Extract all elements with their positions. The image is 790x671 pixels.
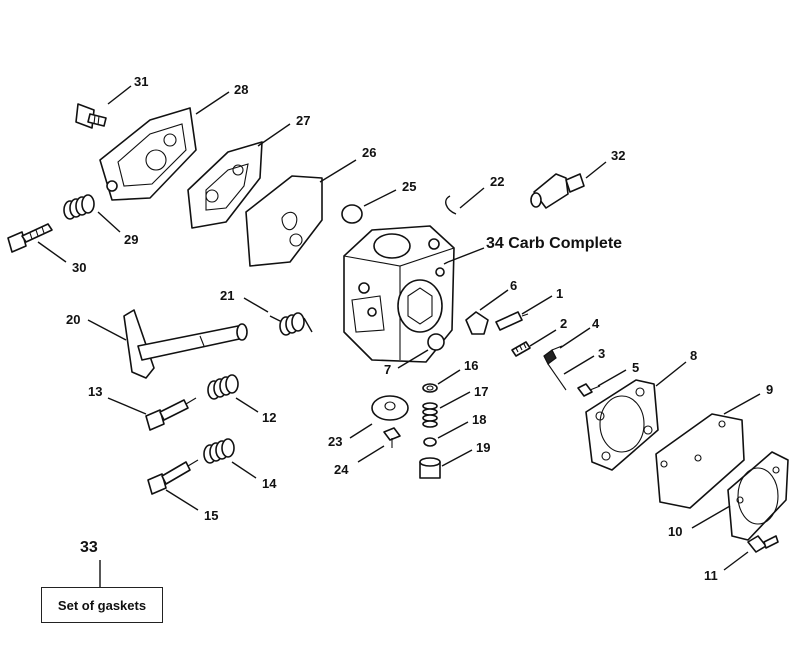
- callout-3: 3: [598, 346, 605, 361]
- callout-22: 22: [490, 174, 504, 189]
- carburetor-body: [343, 225, 455, 363]
- part-11-screw: [747, 535, 779, 553]
- part-15-low-speed-needle: [147, 459, 199, 495]
- part-18-washer: [423, 437, 437, 447]
- part-26-diaphragm: [245, 175, 323, 267]
- part-23-pump-disc: [371, 395, 409, 421]
- part-3-lever-pin: [563, 355, 595, 375]
- part-17-spring: [422, 402, 438, 428]
- callout-14: 14: [262, 476, 277, 491]
- callout-25: 25: [402, 179, 416, 194]
- part-7-check-ball: [427, 333, 445, 351]
- part-31-screw: [75, 103, 107, 129]
- callout-27: 27: [296, 113, 310, 128]
- part-16-washer: [422, 383, 438, 393]
- callout-18: 18: [472, 412, 486, 427]
- callout-33: 33: [80, 539, 98, 556]
- part-19-sleeve: [419, 457, 441, 479]
- callout-9: 9: [766, 382, 773, 397]
- part-24-screw: [383, 427, 401, 448]
- callout-2: 2: [560, 316, 567, 331]
- callout-10: 10: [668, 524, 682, 539]
- callout-28: 28: [234, 82, 248, 97]
- part-1-inlet-needle: [495, 311, 529, 331]
- part-28-pump-cover: [99, 107, 197, 201]
- callout-13: 13: [88, 384, 102, 399]
- callout-26: 26: [362, 145, 376, 160]
- gasket-set-box: Set of gaskets: [41, 587, 163, 623]
- callout-12: 12: [262, 410, 276, 425]
- part-5-screw: [577, 383, 601, 397]
- part-14-spring: [203, 438, 235, 464]
- callout-6: 6: [510, 278, 517, 293]
- gasket-set-label: Set of gaskets: [57, 597, 147, 613]
- part-13-high-speed-needle: [145, 397, 197, 431]
- part-8-metering-gasket: [585, 379, 659, 471]
- callout-8: 8: [690, 348, 697, 363]
- carb-complete-label: 34 Carb Complete: [486, 235, 622, 252]
- part-30-adjust-screw: [7, 223, 53, 253]
- callout-7: 7: [384, 362, 391, 377]
- callout-23: 23: [328, 434, 342, 449]
- part-9-metering-diaphragm: [655, 413, 745, 509]
- callout-1: 1: [556, 286, 563, 301]
- part-21-torsion-spring: [269, 312, 313, 336]
- callout-24: 24: [334, 462, 349, 477]
- part-6-plug: [465, 311, 489, 335]
- callout-4: 4: [592, 316, 600, 331]
- part-32-fuel-fitting: [530, 173, 585, 209]
- part-29-spring: [63, 194, 95, 220]
- callout-31: 31: [134, 74, 148, 89]
- callout-29: 29: [124, 232, 138, 247]
- callout-5: 5: [632, 360, 639, 375]
- callout-20: 20: [66, 312, 80, 327]
- callout-16: 16: [464, 358, 478, 373]
- callout-11: 11: [704, 568, 718, 583]
- part-4-metering-lever: [543, 345, 567, 391]
- part-10-metering-cover: [727, 451, 789, 541]
- callout-19: 19: [476, 440, 490, 455]
- callout-30: 30: [72, 260, 86, 275]
- part-2-spring: [511, 341, 531, 357]
- callout-21: 21: [220, 288, 234, 303]
- callout-17: 17: [474, 384, 488, 399]
- part-22-clip: [445, 195, 457, 215]
- callout-32: 32: [611, 148, 625, 163]
- part-27-gasket: [187, 141, 263, 229]
- part-25-welch-plug: [341, 204, 363, 224]
- callout-15: 15: [204, 508, 218, 523]
- part-20-throttle-shaft: [123, 309, 248, 379]
- part-12-spring: [207, 374, 239, 400]
